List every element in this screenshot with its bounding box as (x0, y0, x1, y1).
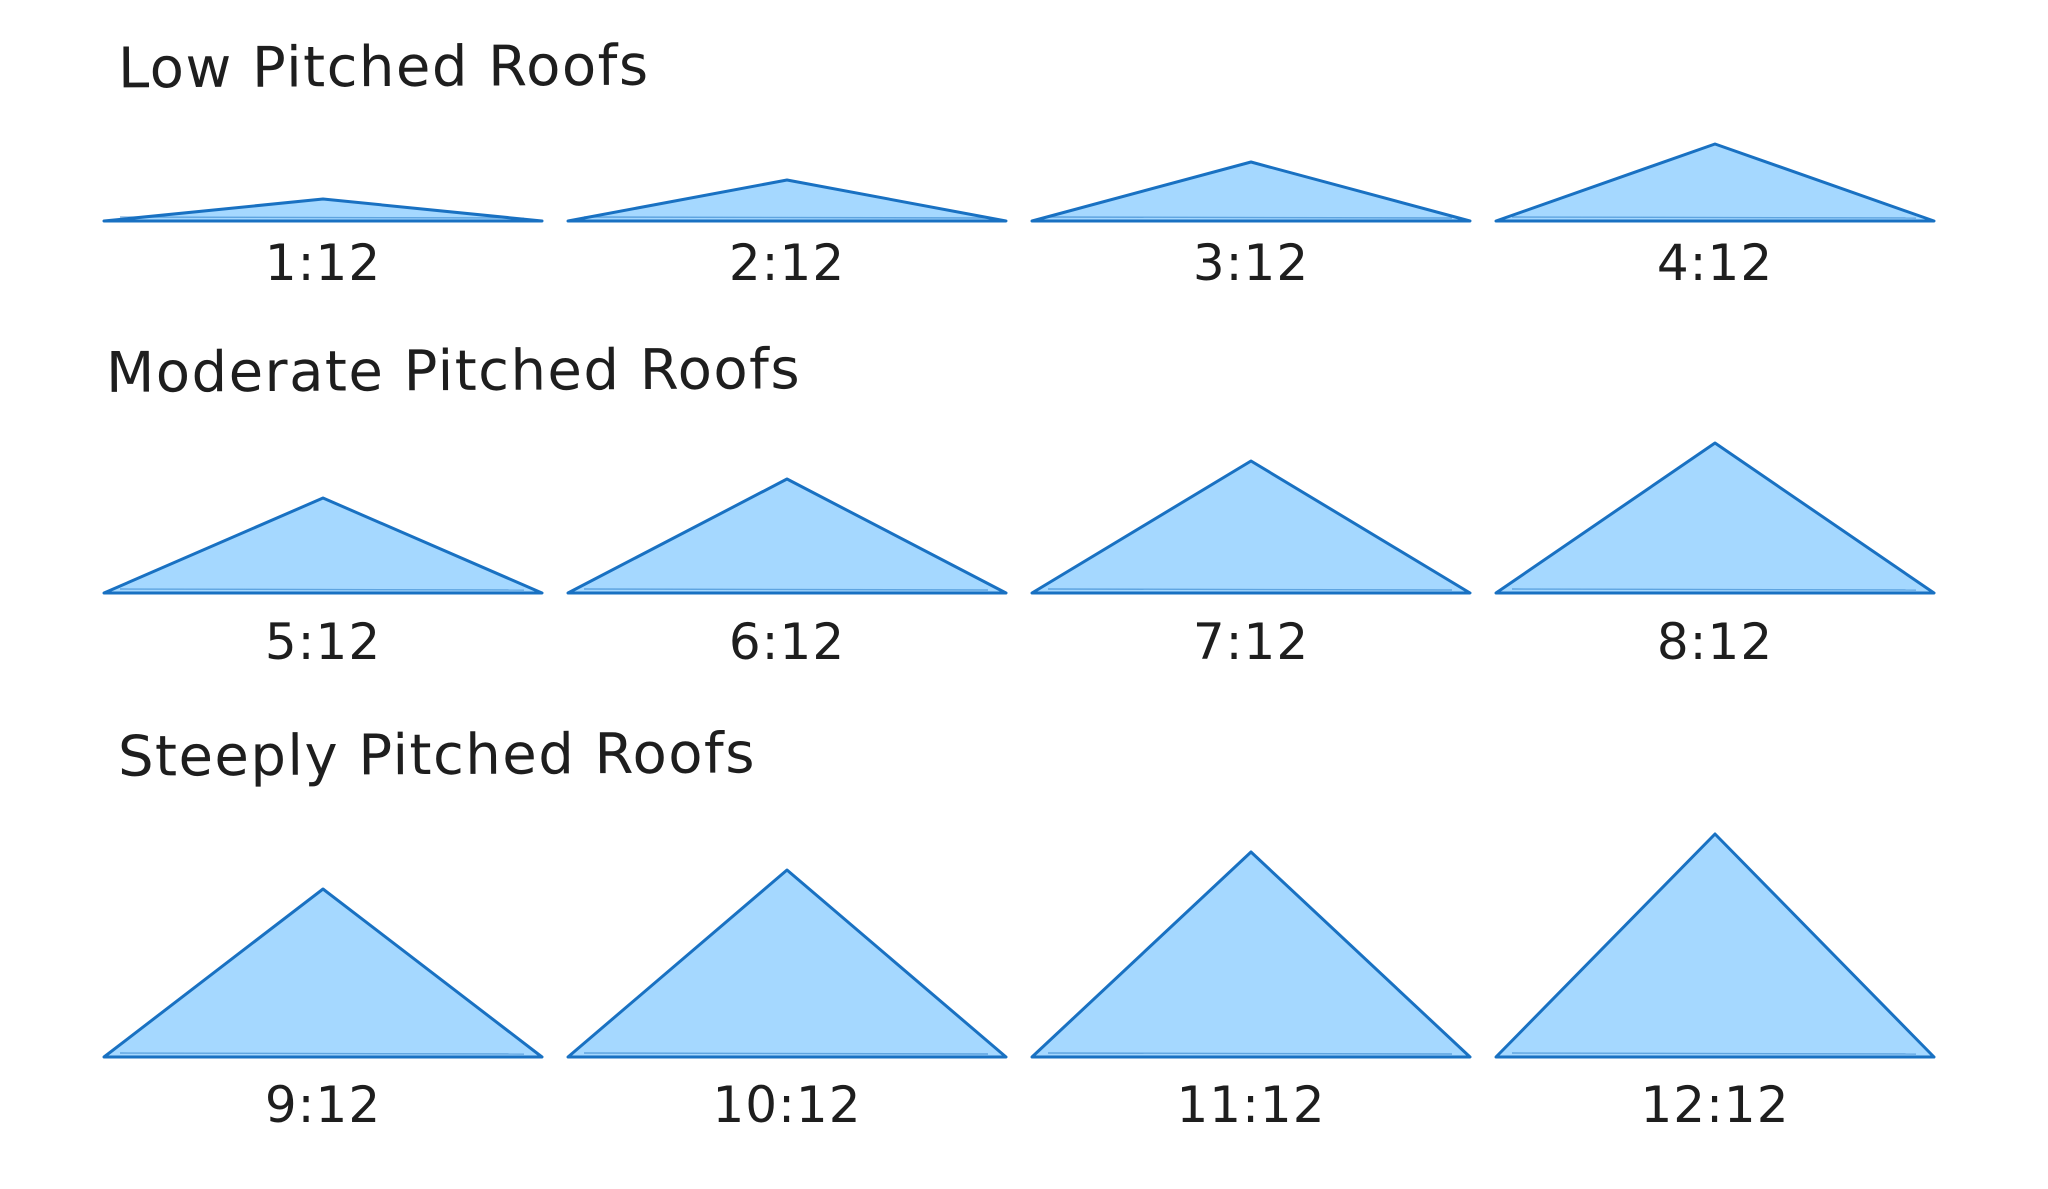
roof-base-sketch-line (119, 1052, 525, 1055)
roof-pitch-label: 9:12 (264, 1076, 382, 1134)
roof-base-sketch-line (583, 216, 989, 219)
roof-base-sketch-line (1511, 1052, 1917, 1055)
roof-pitch-label: 2:12 (728, 234, 846, 292)
roof-pitch-label: 8:12 (1656, 613, 1774, 671)
roof-triangle (102, 496, 544, 595)
section-title-moderate: Moderate Pitched Roofs (105, 337, 802, 406)
roof-triangle (566, 868, 1008, 1059)
roof-pitch-label: 1:12 (264, 234, 382, 292)
roof-base-sketch-line (583, 1052, 989, 1055)
section-title-steep: Steeply Pitched Roofs (117, 721, 757, 790)
roof-pitch-label: 7:12 (1192, 613, 1310, 671)
roof-base-sketch-line (1511, 588, 1917, 591)
roof-triangle (1494, 142, 1936, 223)
roof-base-sketch-line (1047, 216, 1453, 219)
roof-triangle (566, 477, 1008, 595)
roof-triangle (1494, 832, 1936, 1059)
roof-pitch-label: 3:12 (1192, 234, 1310, 292)
roof-base-sketch-line (119, 216, 525, 219)
roof-triangle (1030, 850, 1472, 1059)
roof-pitch-label: 5:12 (264, 613, 382, 671)
roof-triangle (1494, 441, 1936, 595)
roof-triangle (1030, 459, 1472, 595)
section-title-low: Low Pitched Roofs (117, 33, 650, 102)
roof-triangle (102, 887, 544, 1059)
roof-pitch-label: 4:12 (1656, 234, 1774, 292)
roof-pitch-label: 10:12 (712, 1076, 862, 1134)
roof-triangle (566, 178, 1008, 223)
roof-pitch-label: 11:12 (1176, 1076, 1326, 1134)
roof-base-sketch-line (1047, 588, 1453, 591)
roof-base-sketch-line (583, 588, 989, 591)
roof-triangle (1030, 160, 1472, 223)
roof-base-sketch-line (1511, 216, 1917, 219)
roof-pitch-label: 6:12 (728, 613, 846, 671)
roof-pitch-label: 12:12 (1640, 1076, 1790, 1134)
roof-base-sketch-line (119, 588, 525, 591)
roof-triangle (102, 197, 544, 223)
roof-base-sketch-line (1047, 1052, 1453, 1055)
